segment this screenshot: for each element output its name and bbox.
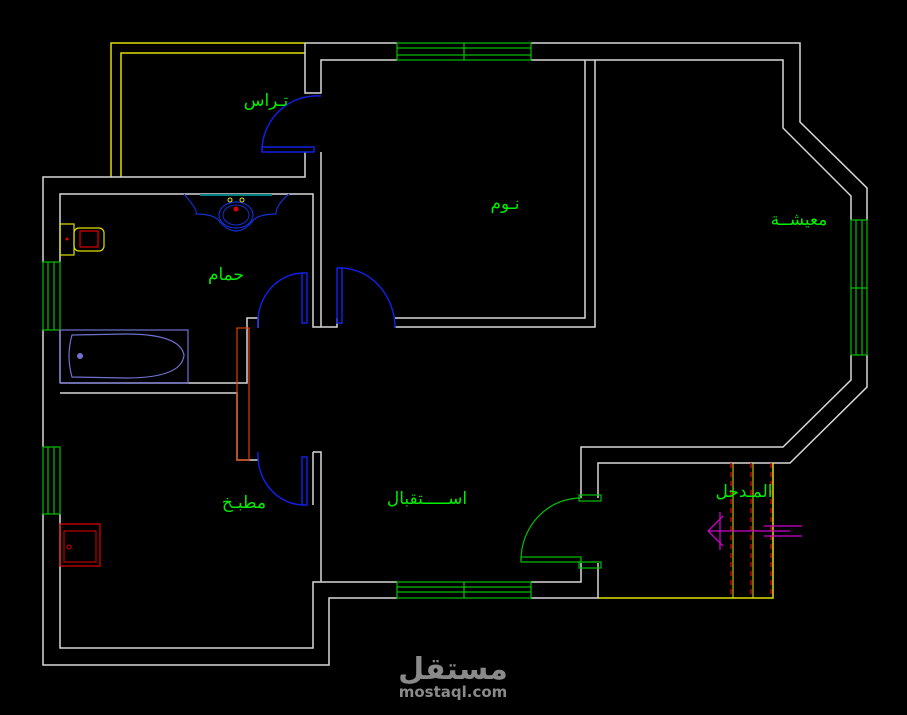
label-bathroom: حمام — [208, 265, 244, 285]
bath-door-swing — [257, 272, 304, 329]
main-door-swing — [520, 497, 582, 561]
windows — [42, 42, 868, 599]
window-kitchen — [42, 446, 61, 515]
label-living: معيشــة — [771, 210, 828, 230]
counter — [236, 327, 250, 461]
kitchen-door-leaf — [301, 456, 308, 506]
exterior-walls — [42, 42, 868, 666]
bath-door-leaf — [301, 272, 308, 324]
window-bath — [42, 261, 61, 331]
terrace-door-leaf — [261, 146, 315, 153]
bathroom-fixtures — [59, 193, 290, 384]
stove — [59, 523, 101, 567]
label-bedroom: نـوم — [490, 194, 519, 214]
main-door-leaf — [520, 556, 582, 563]
label-entrance: المـدخل — [715, 482, 772, 502]
label-kitchen: مطبـخ — [222, 493, 266, 513]
kitchen-door-swing — [257, 451, 304, 506]
bedroom-door-swing — [339, 267, 396, 329]
label-terrace: تـراس — [244, 91, 289, 111]
watermark-logo: مستقل — [398, 652, 508, 687]
sink — [183, 193, 290, 232]
bathtub — [59, 329, 189, 384]
bedroom-door-leaf — [336, 267, 343, 324]
terrace-railing — [110, 42, 305, 177]
doors — [257, 95, 602, 569]
terrace-door-swing — [261, 95, 322, 151]
kitchen-fixtures — [59, 327, 250, 567]
entry-arrow-icon — [707, 512, 802, 550]
label-reception: اســـــتقبال — [387, 489, 467, 509]
watermark-site: mostaql.com — [399, 683, 508, 701]
toilet-bowl — [73, 227, 105, 252]
